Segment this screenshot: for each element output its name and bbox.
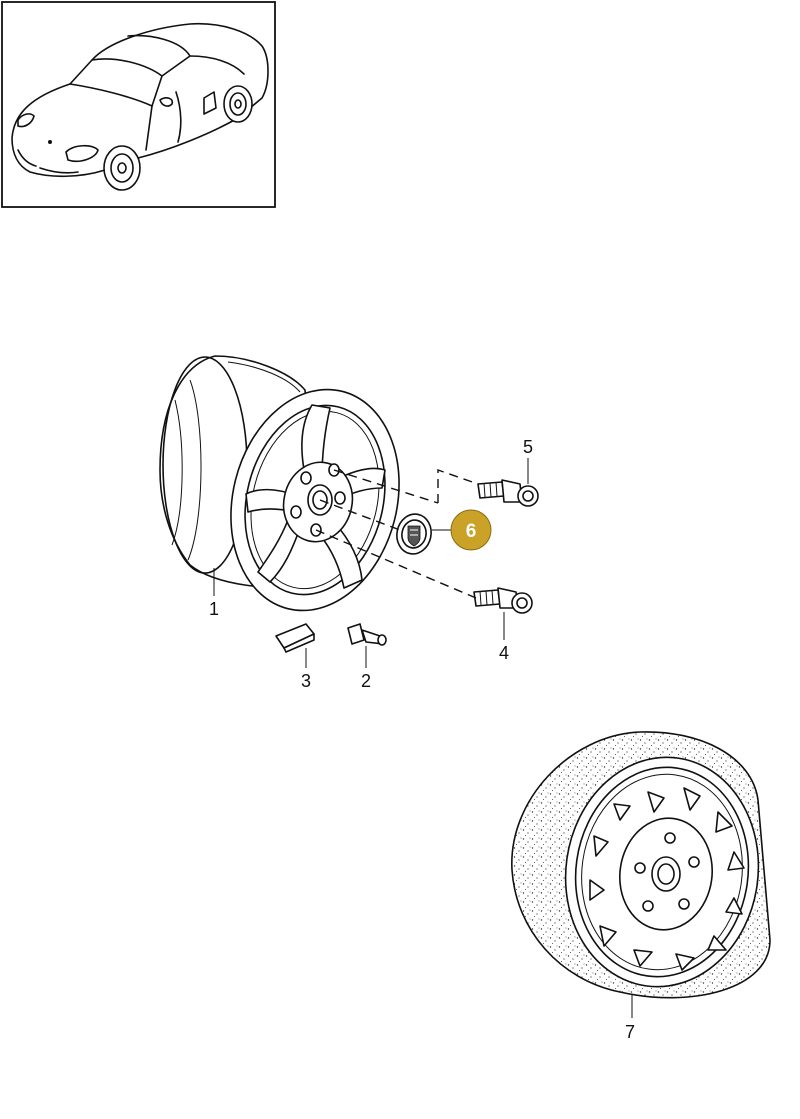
part-label-4: 4: [499, 643, 509, 663]
highlight-badge[interactable]: [450, 509, 492, 551]
part-label-1: 1: [209, 599, 219, 619]
part-label-3: 3: [301, 671, 311, 691]
part-label-6: 6: [466, 521, 477, 542]
assembly-lines: [315, 469, 479, 599]
vehicle-thumbnail: [1, 1, 276, 208]
part-labels: 1 2 3 4 5 7: [209, 437, 635, 1042]
locking-wheel-bolt: [477, 479, 539, 507]
highlighted-part-callout[interactable]: 6: [450, 509, 492, 551]
balance-weight: [275, 623, 315, 653]
hub-cap-crest: [396, 513, 432, 555]
tire-valve: [347, 623, 387, 646]
callout-leaders: [213, 458, 633, 1018]
wheel-bolt: [473, 587, 533, 614]
crest-icon: [407, 525, 421, 547]
alloy-wheel: [159, 355, 400, 612]
part-label-2: 2: [361, 671, 371, 691]
part-label-7: 7: [625, 1022, 635, 1042]
part-label-5: 5: [523, 437, 533, 457]
spare-wheel: [511, 731, 771, 999]
